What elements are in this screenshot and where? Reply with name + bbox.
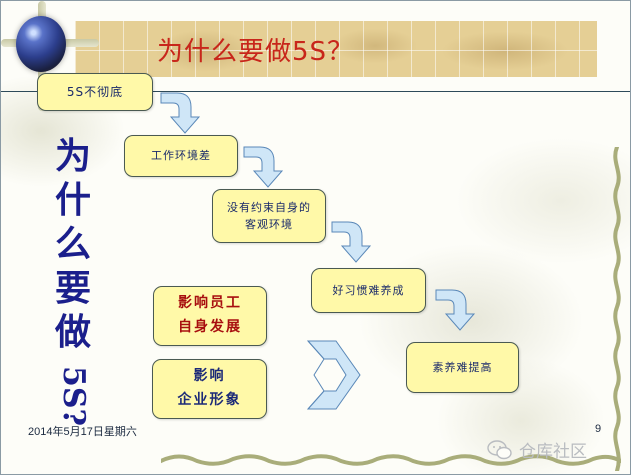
header-divider <box>1 91 630 92</box>
slide-title: 为什么要做5S？ <box>157 37 355 67</box>
watermark-text: 仓库社区 <box>519 442 587 462</box>
vertical-title-char: 为 <box>54 135 91 177</box>
double-headed-bent-arrow-icon <box>306 340 361 410</box>
vertical-title: 为 什 么 要 做 5S? <box>53 134 93 427</box>
page-number: 9 <box>595 423 602 435</box>
curved-down-arrow-icon <box>160 92 201 134</box>
flow-step-label: 工作环境差 <box>151 149 211 163</box>
vertical-title-char: 5S? <box>56 366 91 427</box>
flow-step-label: 素养难提高 <box>432 360 493 374</box>
flow-step-3: 没有约束自身的 客观环境 <box>212 189 326 243</box>
decor-vine-horizontal <box>161 454 621 466</box>
curved-down-arrow-icon <box>331 221 372 263</box>
footer-date: 2014年5月17日星期六 <box>28 426 137 438</box>
impact-line: 影响员工 <box>178 295 242 312</box>
flow-step-1: 5S不彻底 <box>37 73 153 111</box>
vertical-title-char: 么 <box>54 223 91 265</box>
title-banner <box>75 21 597 77</box>
wechat-icon <box>487 439 512 459</box>
flow-step-label-line: 客观环境 <box>245 218 293 231</box>
watermark: 仓库社区 <box>487 437 587 462</box>
globe-icon <box>16 16 66 72</box>
flow-step-5: 素养难提高 <box>406 342 519 393</box>
flow-step-label: 5S不彻底 <box>66 84 124 99</box>
impact-line: 自身发展 <box>178 319 242 335</box>
flow-step-2: 工作环境差 <box>124 135 238 177</box>
vertical-title-char: 什 <box>54 179 91 221</box>
impact-employee-development: 影响员工 自身发展 <box>153 286 267 346</box>
flow-step-label-line: 没有约束自身的 <box>227 200 311 214</box>
flow-step-label: 好习惯难养成 <box>332 283 405 297</box>
vertical-title-char: 做 <box>54 311 91 353</box>
curved-down-arrow-icon <box>435 289 476 331</box>
curved-down-arrow-icon <box>243 146 284 188</box>
vertical-title-char: 要 <box>54 267 91 309</box>
impact-line: 影响 <box>193 368 226 385</box>
impact-company-image: 影响 企业形象 <box>152 359 267 419</box>
impact-line: 企业形象 <box>177 392 242 408</box>
decor-vine-vertical <box>613 147 621 471</box>
flow-step-4: 好习惯难养成 <box>311 268 426 313</box>
